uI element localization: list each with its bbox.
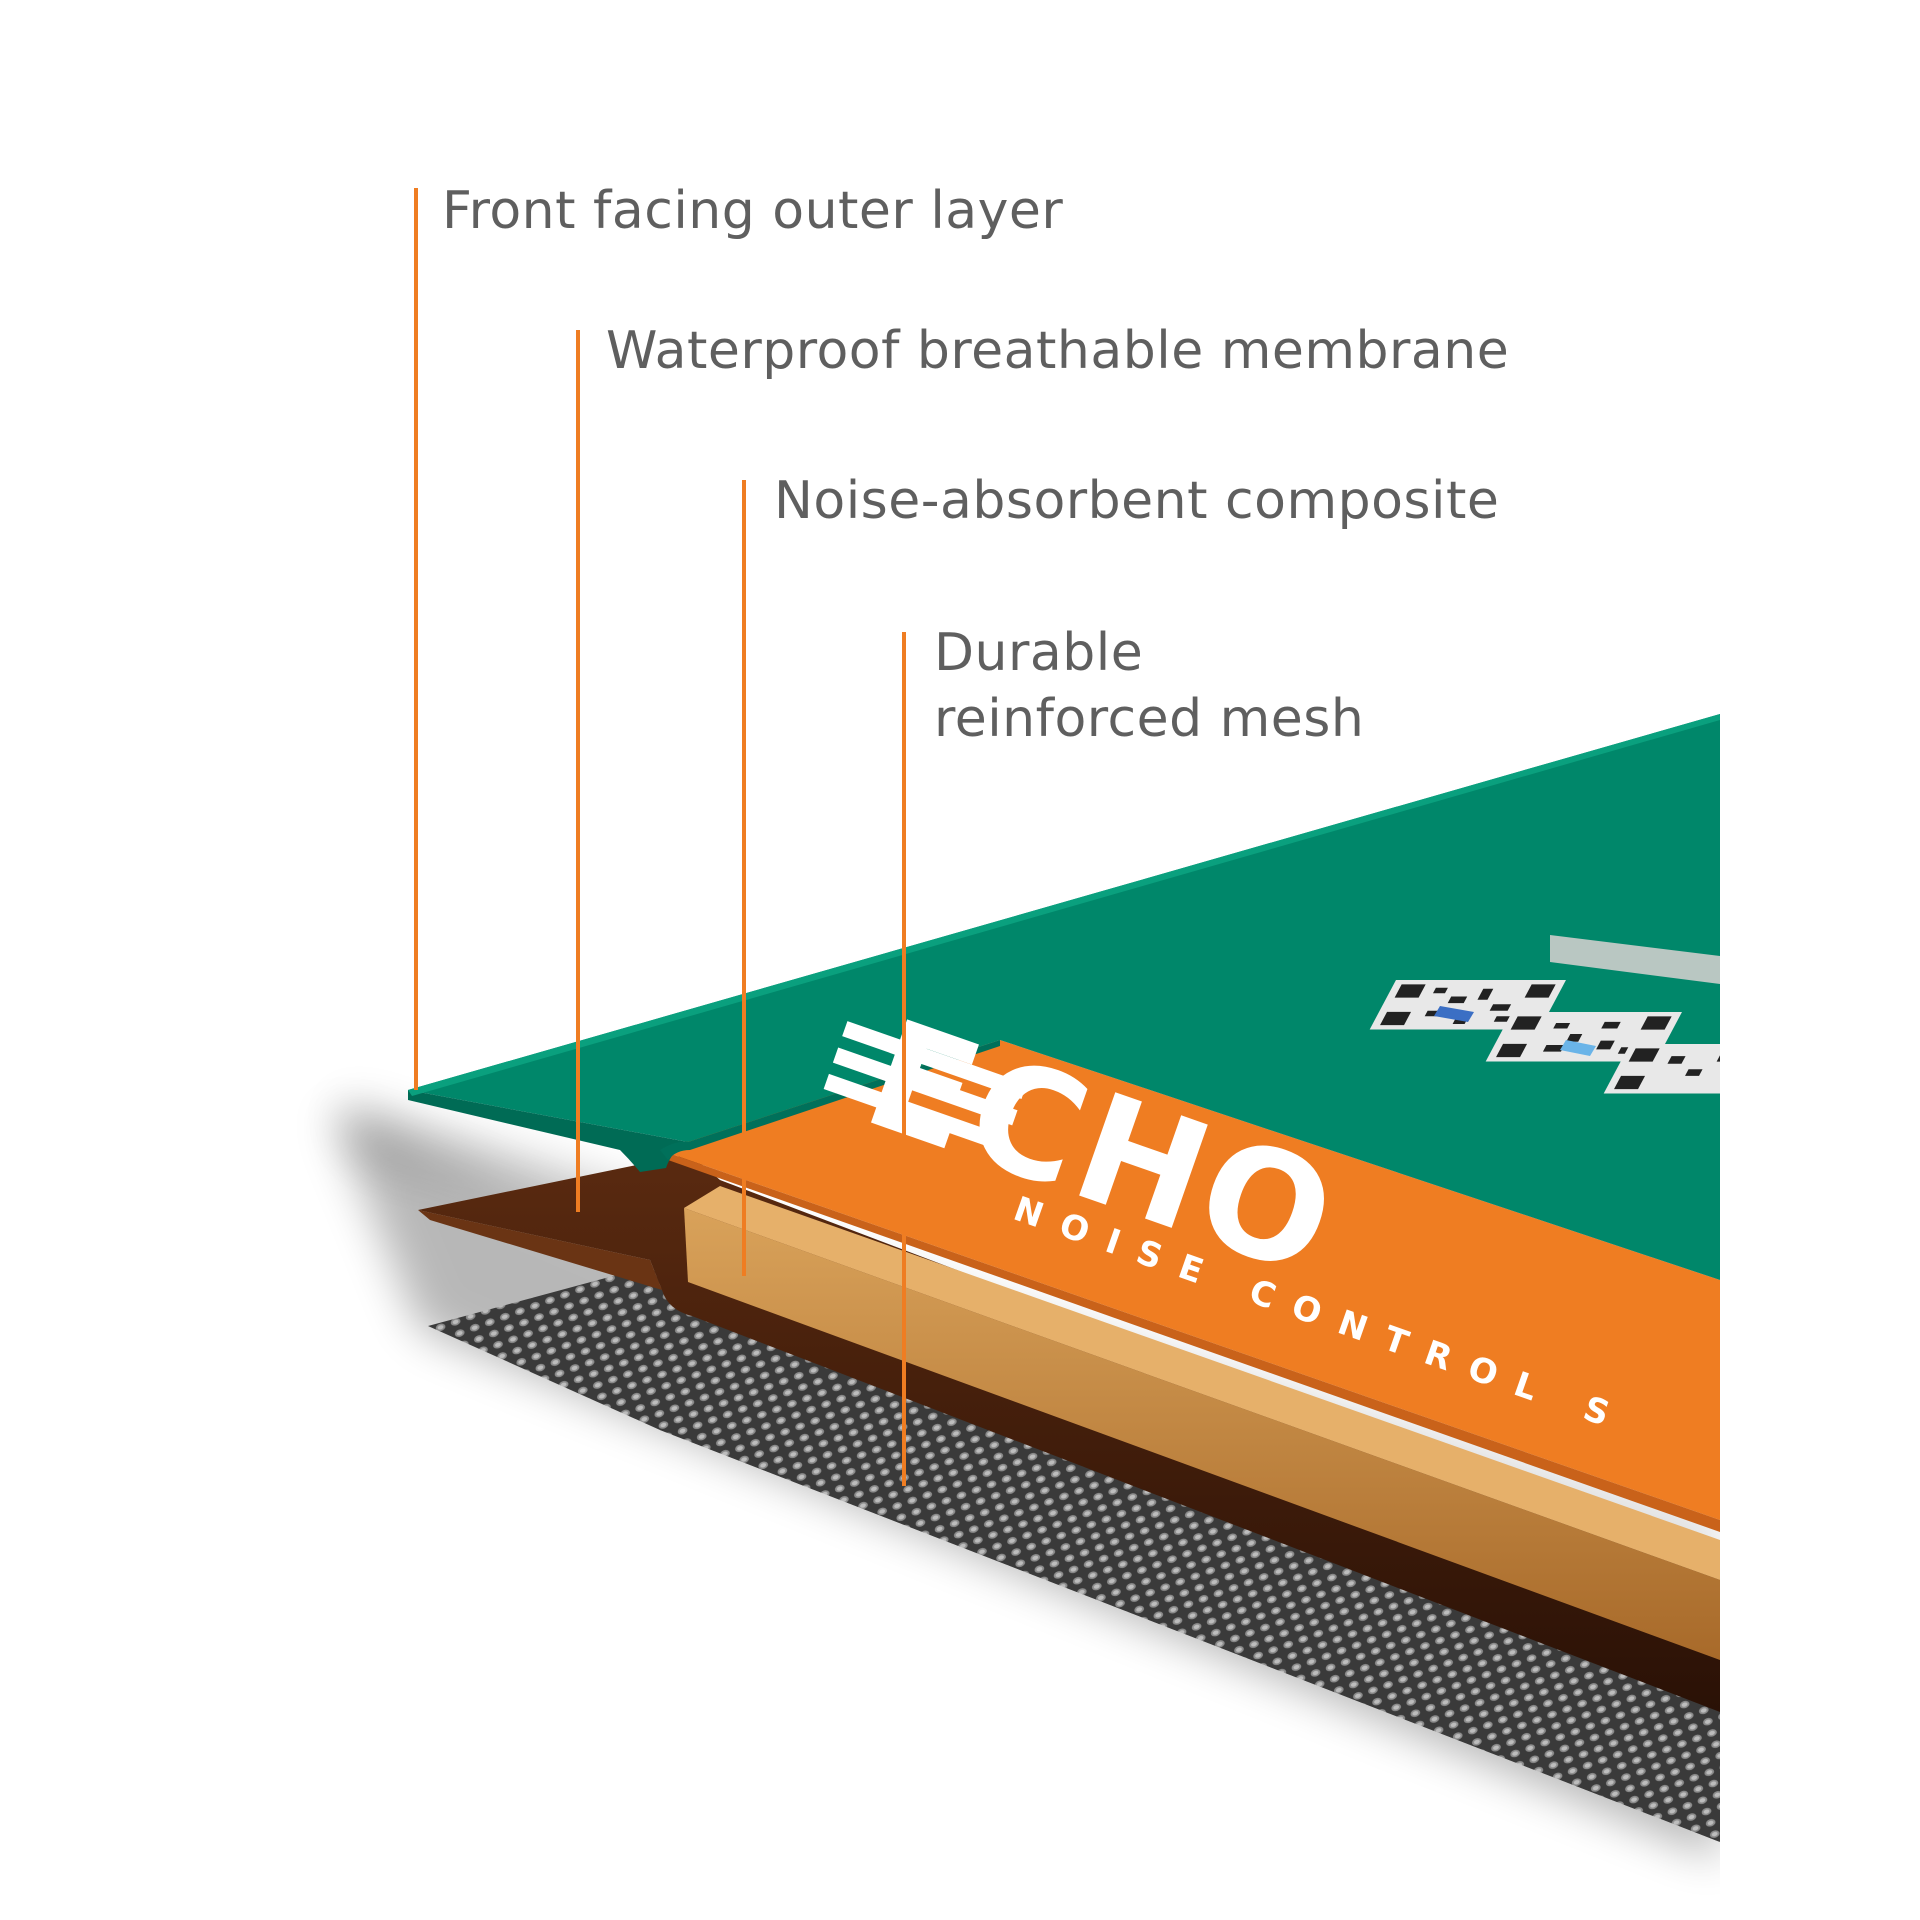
callout-mesh-line1: Durable [934, 623, 1144, 683]
twitter-icon [1560, 1040, 1596, 1056]
composite-layer-top [684, 1186, 1720, 1580]
callout-waterproof-membrane: Waterproof breathable membrane [606, 321, 1510, 381]
grey-strip [1550, 935, 1720, 984]
orange-banner-edge [660, 1150, 1720, 1532]
echo-brand-stripes [823, 1021, 1027, 1152]
callout-mesh-line2: reinforced mesh [934, 689, 1365, 749]
outer-layer-front-edge [408, 714, 1720, 1096]
callout-front-facing-outer-layer: Front facing outer layer [442, 181, 1064, 241]
callout-reinforced-mesh: Durable reinforced mesh [934, 620, 1364, 752]
mesh-raised-edge [650, 1266, 1720, 1842]
outer-layer-edge [408, 1090, 688, 1172]
membrane-edge [418, 1210, 662, 1290]
callout-lines [414, 188, 906, 1486]
qr-code-group [1369, 980, 1720, 1094]
facebook-icon [1434, 1006, 1474, 1022]
composite-layer-side [684, 1208, 1720, 1660]
orange-banner [660, 1040, 1720, 1520]
outer-layer-top [408, 714, 1720, 1280]
callout-noise-absorbent-composite: Noise-absorbent composite [774, 471, 1500, 531]
